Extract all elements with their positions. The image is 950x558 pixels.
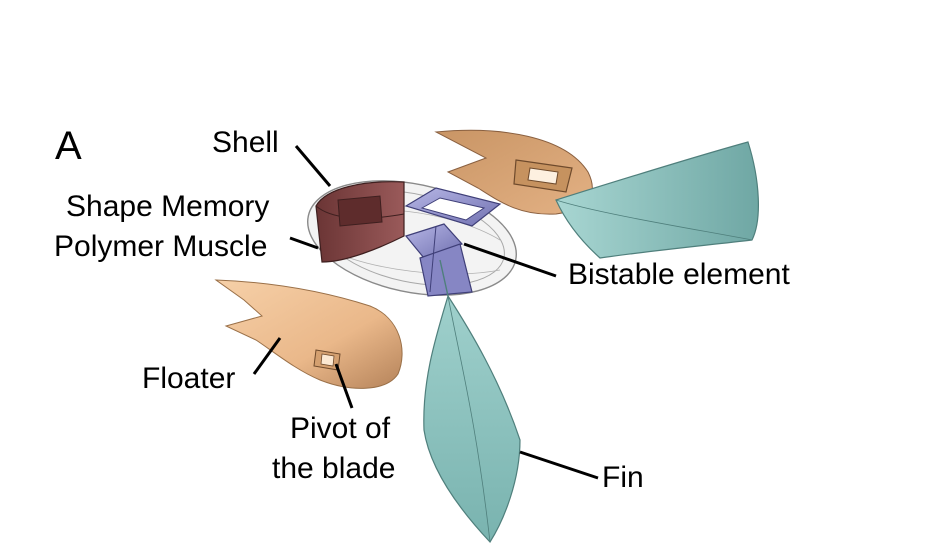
leader-shell [294, 145, 332, 187]
label-fin: Fin [602, 461, 644, 494]
fin-upper-right [555, 141, 759, 259]
leader-smp [289, 236, 319, 250]
leader-pivot [334, 363, 354, 409]
label-smp-line1: Shape Memory [66, 190, 270, 223]
label-shell: Shell [212, 126, 279, 159]
leader-lines [252, 145, 599, 480]
floater-upper-right [434, 129, 593, 215]
leader-fin [519, 450, 599, 480]
label-bistable: Bistable element [568, 258, 790, 291]
leader-floater [252, 337, 282, 375]
label-pivot-line1: Pivot of [290, 412, 391, 445]
label-smp-line2: Polymer Muscle [54, 230, 268, 263]
floater-lower-left [214, 279, 403, 389]
smp-muscle [315, 181, 405, 263]
fin-lower [423, 259, 521, 543]
leader-bistable [463, 242, 557, 278]
panel-label: A [55, 124, 82, 168]
bistable-element [404, 187, 502, 297]
label-floater: Floater [142, 362, 236, 395]
label-pivot-line2: the blade [272, 452, 396, 485]
